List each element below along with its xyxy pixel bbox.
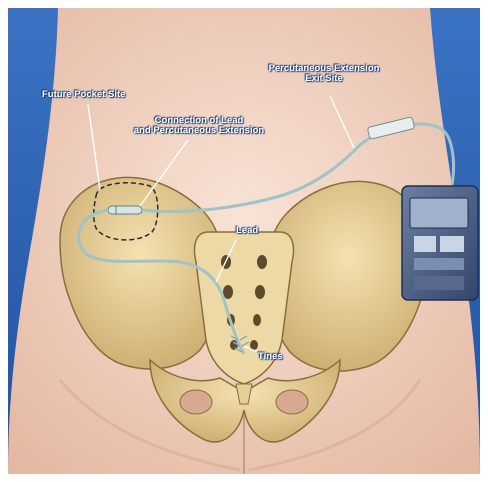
sacral-foramen-right-3 bbox=[253, 314, 261, 326]
right-obturator-foramen bbox=[276, 390, 308, 414]
lead-extension-connector bbox=[108, 206, 142, 214]
label-connection-line2: and Percutaneous Extension bbox=[130, 126, 268, 136]
sacral-foramen-right-1 bbox=[257, 255, 267, 269]
label-future-pocket-site: Future Pocket Site bbox=[42, 90, 125, 100]
sacral-foramen-right-2 bbox=[255, 285, 265, 299]
label-lead: Lead bbox=[236, 226, 258, 236]
external-stimulator-device bbox=[402, 186, 478, 300]
left-obturator-foramen bbox=[180, 390, 212, 414]
label-extension-line2: Exit Site bbox=[262, 74, 386, 84]
label-tines: Tines bbox=[258, 352, 283, 362]
label-percutaneous-extension-exit: Percutaneous Extension Exit Site bbox=[262, 64, 386, 84]
label-connection-of-lead: Connection of Lead and Percutaneous Exte… bbox=[130, 116, 268, 136]
